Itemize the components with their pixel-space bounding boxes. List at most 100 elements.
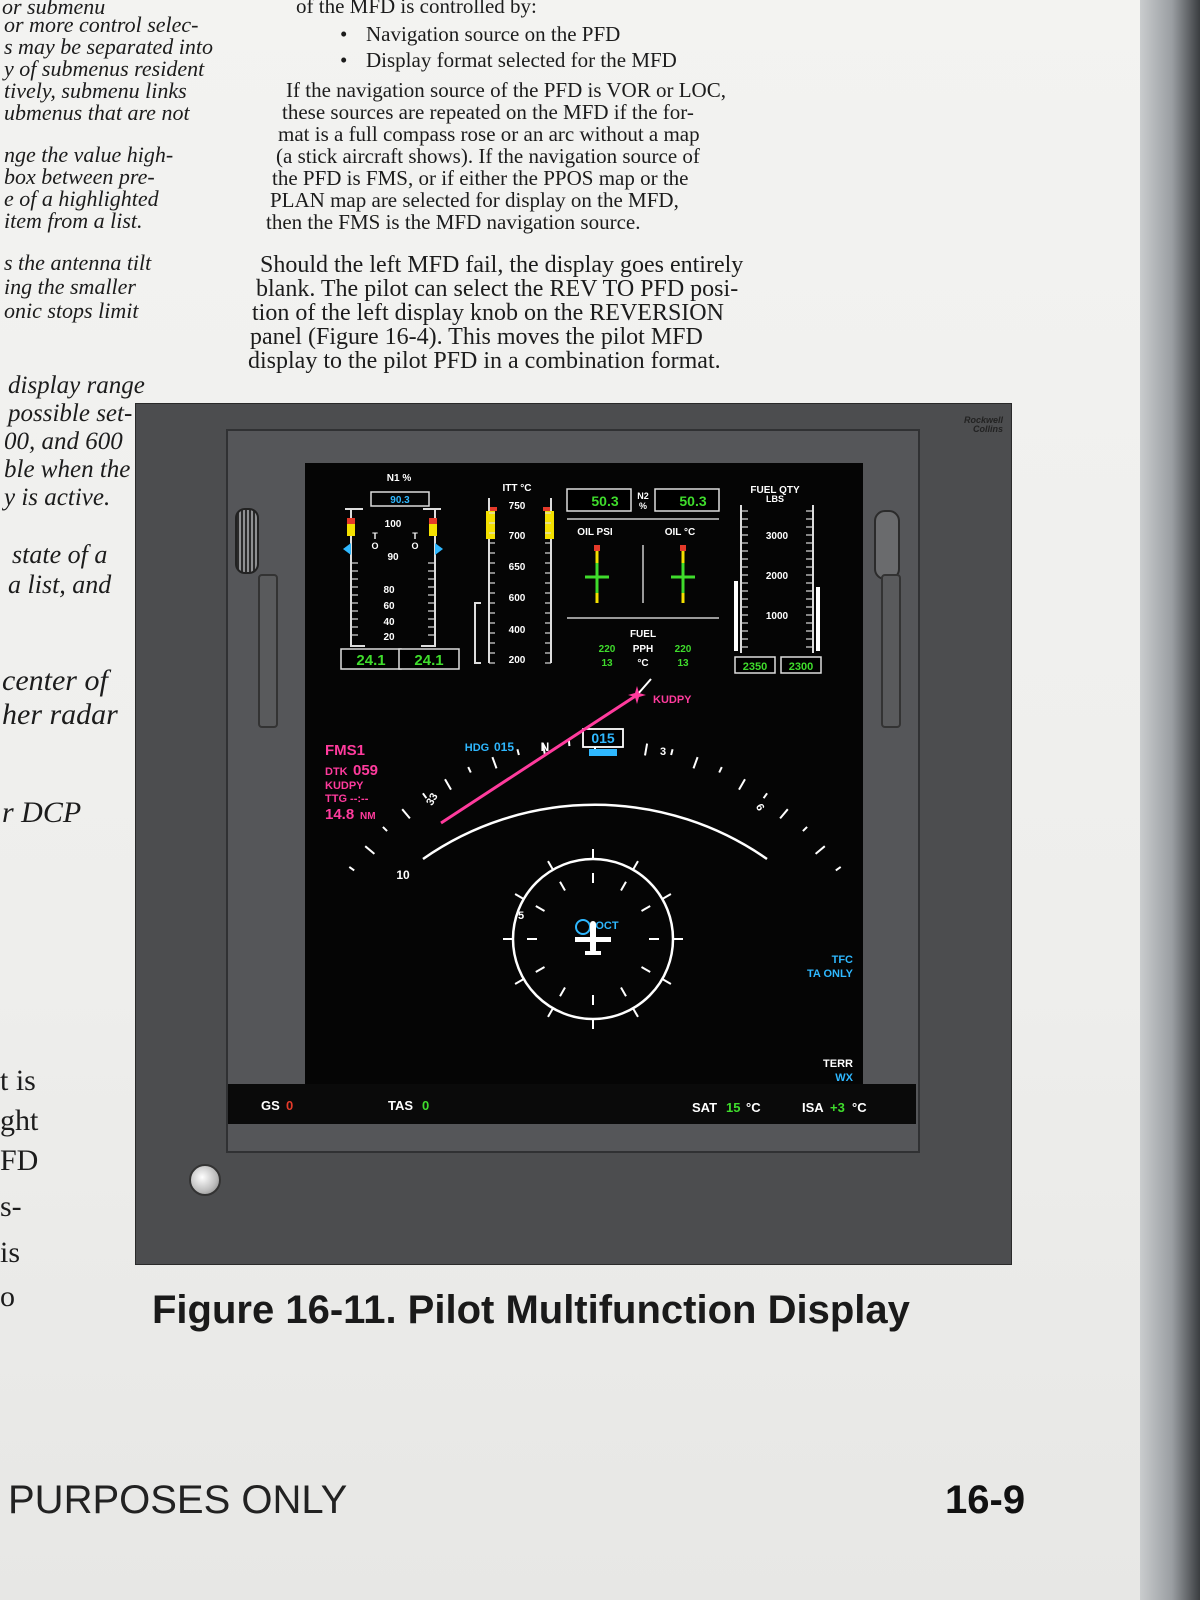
itt-scale: 600 <box>509 593 526 604</box>
left-line: a list, and <box>8 570 112 599</box>
fuel-qty-right-value: 2300 <box>789 661 813 673</box>
left-line: center of <box>2 664 108 697</box>
left-line: s- <box>0 1190 22 1223</box>
n1-readout-left-value: 24.1 <box>356 652 385 669</box>
left-line: or submenu <box>2 0 106 19</box>
compass-mark: 6 <box>753 802 766 813</box>
wx-label: WX <box>835 1072 853 1084</box>
range-ring: 5 OCT <box>503 849 683 1029</box>
n1-bug-box <box>370 491 430 507</box>
para1-line: then the FMS is the MFD navigation sourc… <box>266 210 641 234</box>
n1-scale: 60 <box>383 601 395 612</box>
left-line: s may be separated into <box>4 34 213 59</box>
bullet-text: Display format selected for the MFD <box>366 48 677 72</box>
left-line: item from a list. <box>4 208 143 233</box>
left-line: box between pre- <box>4 164 155 189</box>
fuel-qty-unit: LBS <box>766 494 784 504</box>
para2-line: tion of the left display knob on the REV… <box>252 300 724 326</box>
dtk-value: 059 <box>353 762 378 779</box>
left-line: her radar <box>2 698 118 731</box>
fuel-flow-left: 220 <box>599 644 616 655</box>
left-line: y of submenus resident <box>4 56 205 81</box>
para2-line: display to the pilot PFD in a combinatio… <box>248 348 721 374</box>
n1-scale: 40 <box>383 617 395 628</box>
bullet-text: Navigation source on the PFD <box>366 22 621 46</box>
n2-left-box <box>566 488 632 512</box>
left-line: ble when the <box>4 456 131 483</box>
range-ring-label: 5 <box>518 910 524 922</box>
right-bezel-knob[interactable] <box>874 510 900 580</box>
itt-scale: 750 <box>509 501 526 512</box>
time-to-go: TTG --:-- <box>325 793 369 805</box>
fuel-temp-right: 13 <box>677 658 689 669</box>
wx-mode: STBY <box>824 1086 854 1098</box>
n1-readout-right <box>398 648 460 670</box>
left-line: r DCP <box>2 796 82 829</box>
footer-disclaimer: PURPOSES ONLY <box>8 1478 348 1522</box>
hdg-label: HDG <box>465 742 489 754</box>
photocell-indicator <box>189 1164 221 1196</box>
mfd-screen: N1 % 90.3 100 T O T O 90 <box>305 463 863 1123</box>
n1-bug-scale: 90 <box>387 552 399 563</box>
itt-label: ITT °C <box>503 483 532 494</box>
left-line: y is active. <box>4 484 111 511</box>
selected-heading: 015 <box>591 730 615 746</box>
to-letter: T <box>372 531 378 541</box>
page-number: 16-9 <box>945 1478 1026 1522</box>
fuel-qty-scale: 2000 <box>766 571 789 582</box>
left-line: display range <box>8 372 145 399</box>
n1-label: N1 % <box>387 473 412 484</box>
left-line: ing the smaller <box>4 274 136 299</box>
dtk-label: DTK <box>325 766 348 778</box>
bullet-item: •Navigation source on the PFD <box>340 22 621 46</box>
n1-top: 100 <box>385 519 402 530</box>
oil-psi-label: OIL PSI <box>577 527 613 538</box>
flight-plan: KUDPY <box>440 678 692 825</box>
left-line: 00, and 600 <box>4 428 123 455</box>
fuel-qty-scale: 3000 <box>766 531 789 542</box>
mfd-figure: Rockwell Collins N1 % 90.3 <box>135 403 1012 1265</box>
n1-readout-right-value: 24.1 <box>414 652 443 669</box>
itt-scale: 400 <box>509 625 526 636</box>
itt-scale: 700 <box>509 531 526 542</box>
brand-line: Collins <box>972 424 1003 434</box>
compass-arc: HDG 015 N 015 3 6 33 10 <box>348 728 842 882</box>
n2-left-value: 50.3 <box>591 493 618 509</box>
terrain-wx-status: TERR WX STBY T0.0 <box>823 1058 854 1112</box>
fuel-flow-right: 220 <box>675 644 692 655</box>
left-bezel-knob[interactable] <box>235 508 259 574</box>
left-line: is <box>0 1236 21 1269</box>
fuel-qty-scale: 1000 <box>766 611 789 622</box>
waypoint-star-icon <box>628 686 646 704</box>
to-letter: O <box>371 541 378 551</box>
nav-source: FMS1 <box>325 742 365 759</box>
brand-logo: Rockwell Collins <box>933 416 1003 434</box>
fuel-qty-readout-left <box>734 656 776 674</box>
fuel-qty-readout-right <box>780 656 822 674</box>
oct-label: OCT <box>595 920 619 932</box>
left-line: s the antenna tilt <box>4 250 152 275</box>
itt-scale: 650 <box>509 562 526 573</box>
tilt-value: T0.0 <box>831 1100 853 1112</box>
compass-mark: 33 <box>424 791 441 808</box>
right-side-groove <box>881 574 901 728</box>
left-line: FD <box>0 1144 39 1177</box>
selected-heading-box <box>582 728 624 748</box>
left-line: ubmenus that are not <box>4 100 190 125</box>
fuel-qty-left-value: 2350 <box>743 661 767 673</box>
distance-value: 14.8 <box>325 806 354 823</box>
fuel-flow-unit: PPH <box>633 644 654 655</box>
tfc-mode: TA ONLY <box>807 968 854 980</box>
mfd-graphics: N1 % 90.3 100 T O T O 90 <box>325 473 854 1112</box>
para2-line: Should the left MFD fail, the display go… <box>260 252 744 278</box>
oil-temp-label: OIL °C <box>665 527 695 538</box>
distance-unit: NM <box>360 811 376 822</box>
para1-line: (a stick aircraft shows). If the navigat… <box>276 144 700 168</box>
para1-line: mat is a full compass rose or an arc wit… <box>278 122 700 146</box>
left-line: t is <box>0 1064 36 1097</box>
left-line: nge the value high- <box>4 142 174 167</box>
itt-scale: 200 <box>509 655 526 666</box>
n1-scale: 80 <box>383 585 395 596</box>
fuel-temp-unit: °C <box>637 658 648 669</box>
left-line: onic stops limit <box>4 298 139 323</box>
